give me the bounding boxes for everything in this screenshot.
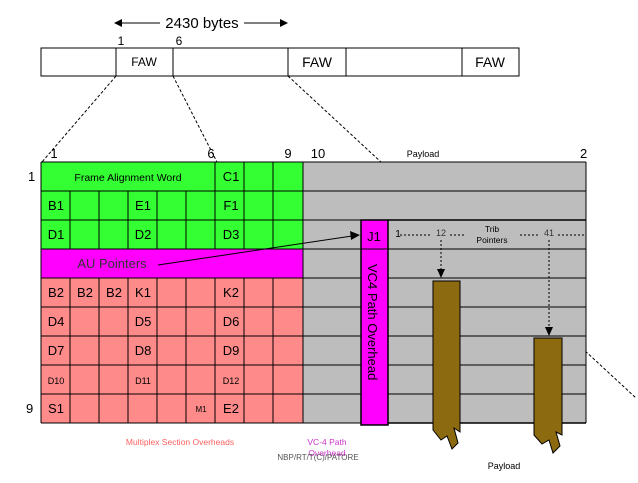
cell-d5: D5 [135, 314, 152, 329]
col-marker-6: 6 [176, 34, 183, 48]
trib-arrows [437, 240, 553, 336]
col-label-1: 1 [50, 146, 57, 161]
vc4-path-overhead: J1 VC4 Path Overhead 1 12 41 Trib Pointe… [360, 219, 586, 426]
au-pointer-arrowhead [350, 231, 360, 240]
faw-label-1: FAW [131, 55, 157, 69]
cell-d12: D12 [223, 376, 240, 386]
payload-bottom-label: Payload [488, 461, 521, 471]
vc4-path-overhead-label: VC4 Path Overhead [365, 264, 380, 380]
cell-d9: D9 [223, 343, 240, 358]
overhead-area [41, 162, 303, 423]
cell-d7: D7 [48, 343, 65, 358]
trib-pointers-label-2: Pointers [476, 235, 507, 245]
multiplex-section-overhead [41, 278, 303, 423]
vc4-path-label-1: VC-4 Path [307, 437, 346, 447]
size-label: 2430 bytes [165, 15, 238, 32]
cell-b2-1: B2 [48, 285, 64, 300]
col-41-label: 41 [544, 228, 554, 238]
cell-b2-2: B2 [77, 285, 93, 300]
au-pointers-label: AU Pointers [77, 256, 147, 271]
tributary-column-12 [432, 280, 461, 450]
watermark: NBP/RT/T(C)/PATORE [277, 453, 358, 462]
trib-arrowhead-41 [545, 327, 553, 336]
cell-m1: M1 [195, 405, 207, 414]
col-label-6: 6 [207, 146, 214, 161]
cell-d1: D1 [48, 227, 65, 242]
cell-k1: K1 [135, 285, 151, 300]
cell-d8: D8 [135, 343, 152, 358]
cell-e1: E1 [135, 198, 151, 213]
footer-labels: Multiplex Section Overheads VC-4 Path Ov… [126, 437, 520, 471]
cell-d4: D4 [48, 314, 65, 329]
faw-label-2: FAW [302, 54, 333, 70]
dimension-arrow-left [114, 19, 122, 27]
au-pointer-row [41, 249, 303, 278]
j1-marker: 1 [395, 229, 401, 240]
col-label-9: 9 [284, 146, 291, 161]
cell-d2: D2 [135, 227, 152, 242]
cell-s1: S1 [48, 401, 64, 416]
frame-alignment-word: Frame Alignment Word [74, 172, 181, 184]
cell-e2: E2 [223, 401, 239, 416]
cell-c1: C1 [223, 169, 240, 184]
payload-top-label: Payload [407, 149, 440, 159]
multiplex-section-label: Multiplex Section Overheads [126, 437, 234, 447]
cell-d10: D10 [48, 376, 65, 386]
tributary-column-41 [533, 337, 563, 454]
col-label-10: 10 [311, 146, 325, 161]
top-frame: 2430 bytes 1 6 FAW FAW FAW [40, 15, 520, 77]
au-pointer-arrow [157, 231, 360, 266]
cell-f1: F1 [223, 198, 238, 213]
trib-arrowhead-12 [437, 269, 445, 278]
section-overhead-green [41, 162, 303, 249]
overhead-cells: Frame Alignment Word C1 B1 E1 F1 D1 D2 D… [48, 169, 240, 416]
au-pointer-line [157, 235, 353, 266]
grid-lines [40, 161, 587, 424]
col-marker-1: 1 [118, 34, 125, 48]
vc4-poh-column [360, 219, 389, 426]
cell-b1: B1 [48, 198, 64, 213]
faw-label-3: FAW [475, 54, 506, 70]
col-label-end: 2 [580, 146, 587, 161]
cell-d11: D11 [135, 376, 151, 386]
expansion-line-mid [172, 75, 218, 163]
cell-j1: J1 [367, 229, 381, 244]
cell-k2: K2 [223, 285, 239, 300]
cell-b2-3: B2 [106, 285, 122, 300]
expansion-line-left [41, 75, 117, 163]
row-label-1: 1 [28, 169, 35, 184]
col-12-label: 12 [436, 228, 446, 238]
frame-strip [40, 47, 520, 77]
cell-d6: D6 [223, 314, 240, 329]
vc4-path-label-2: Overhead [308, 448, 346, 458]
trib-pointers-label-1: Trib [485, 224, 500, 234]
dimension-arrow-right [280, 19, 288, 27]
row-label-9: 9 [26, 401, 33, 416]
grid-labels: 1 6 9 10 2 Payload 1 9 [26, 146, 587, 416]
cell-d3: D3 [223, 227, 240, 242]
tributaries [432, 280, 563, 454]
